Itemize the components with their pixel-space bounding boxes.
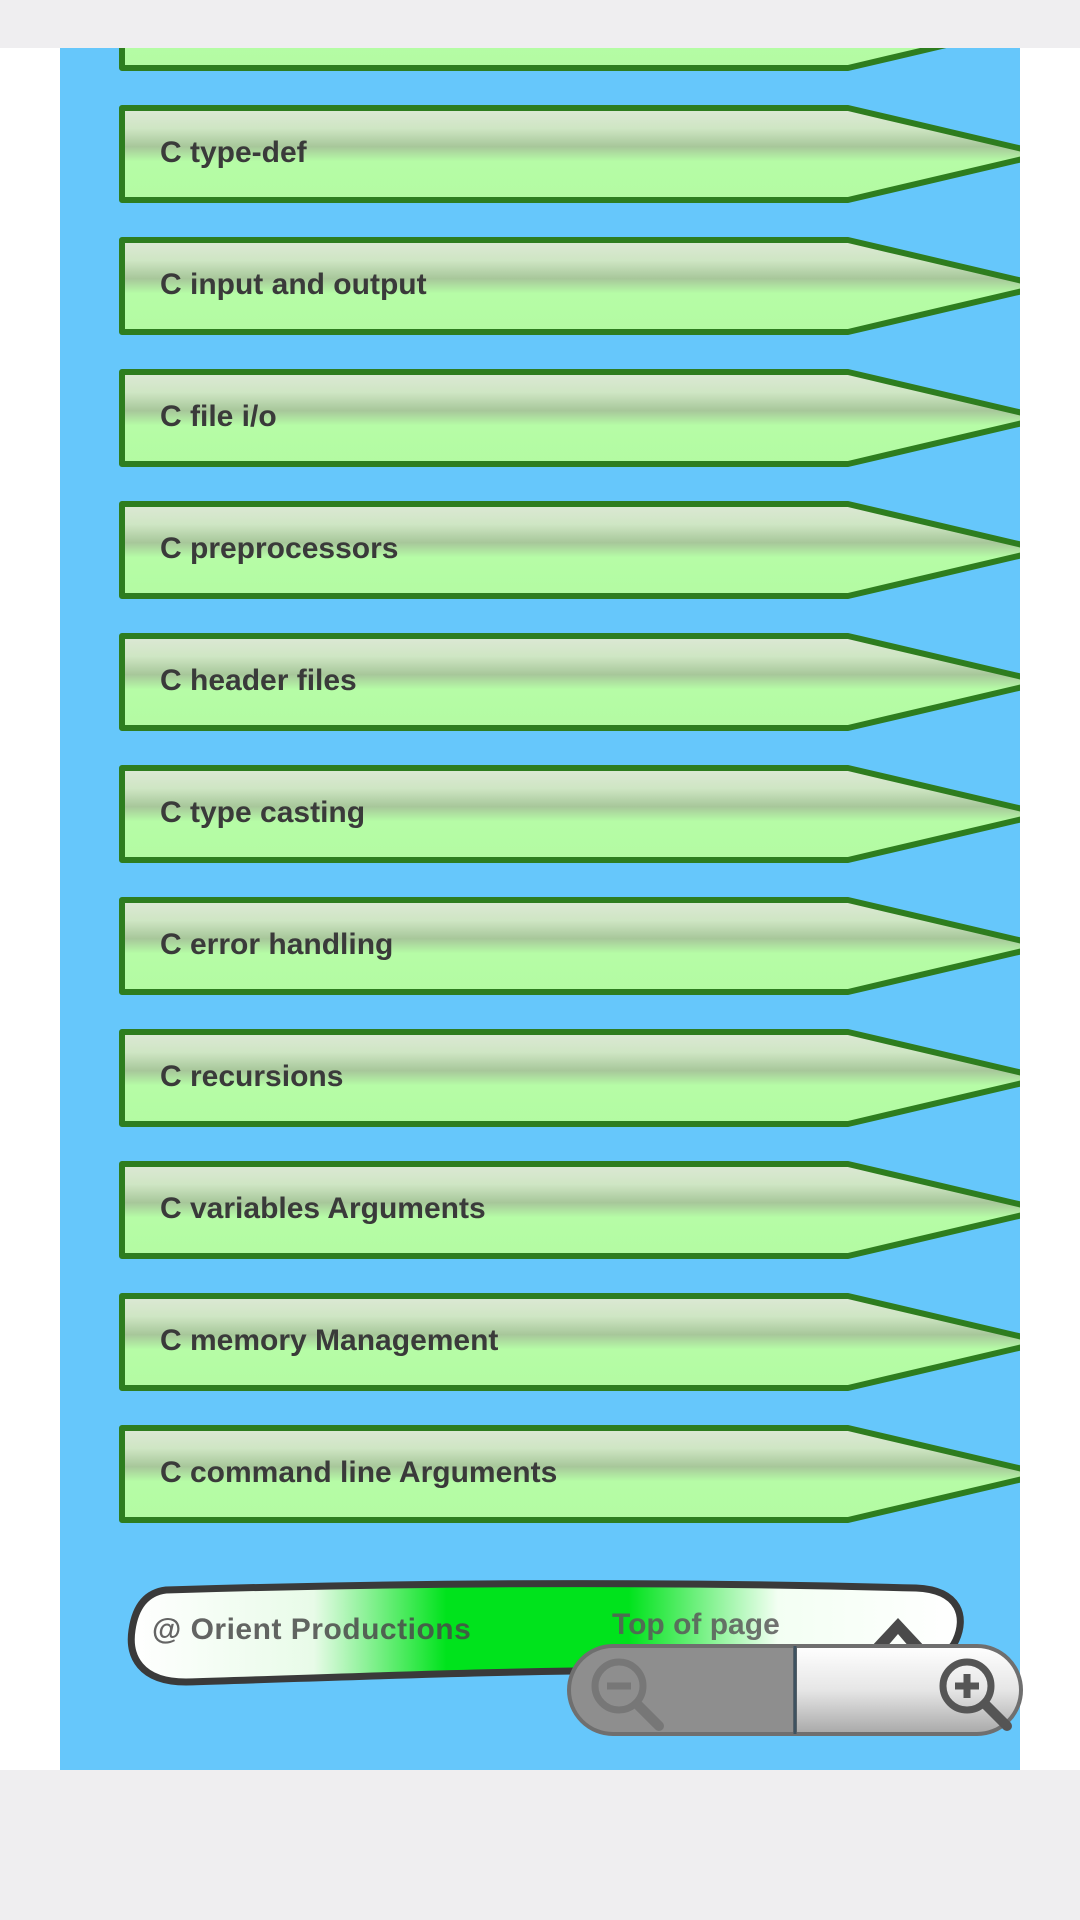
menu-item-label: C type casting [160,796,366,829]
menu-item-label: C variables Arguments [160,1192,486,1225]
menu-item[interactable]: C recursions [116,1022,1020,1132]
menu-item-shape [119,1425,1020,1523]
menu-item[interactable]: C input and output [116,230,1020,340]
menu-item[interactable]: C memory Management [116,1286,1020,1396]
menu-item-label: C input and output [160,268,427,301]
menu-item[interactable]: C file i/o [116,362,1020,472]
menu-item-shape [119,1161,1020,1259]
zoom-in-icon [939,1658,1012,1731]
menu-item-shape [119,897,1020,995]
menu-item-shape [119,1029,1020,1127]
content-area: C type-def C input and output C file i/o C … [60,48,1020,1770]
menu-item-label: C memory Management [160,1324,499,1357]
menu-item-shape [119,633,1020,731]
menu-item-shape [119,48,947,71]
footer-credit: @ Orient Productions [152,1613,472,1646]
menu-item-label: C command line Arguments [160,1456,558,1489]
menu-item[interactable]: C preprocessors [116,494,1020,604]
menu-item-label: C header files [160,664,357,697]
zoom-controls [565,1642,1025,1738]
status-bar [0,0,1080,48]
menu-item[interactable]: C header files [116,626,1020,736]
menu-item[interactable]: C type casting [116,758,1020,868]
menu-item-label: C error handling [160,928,394,961]
top-of-page-link[interactable]: Top of page [612,1608,780,1641]
zoom-out-icon [591,1658,664,1731]
menu-item-shape [119,369,1020,467]
menu-item[interactable]: C type-def [116,98,1020,208]
zoom-in-button[interactable] [795,1642,1025,1738]
menu-item-shape [119,501,1020,599]
menu-item-shape [119,105,1020,203]
zoom-out-button[interactable] [565,1642,795,1738]
menu-item-label: C preprocessors [160,532,399,565]
menu-item-shape [119,237,1020,335]
menu-item-label: C type-def [160,136,307,169]
menu-item-label: C recursions [160,1060,344,1093]
menu-item[interactable]: C error handling [116,890,1020,1000]
menu-list: C type-def C input and output C file i/o C … [60,48,1020,1770]
menu-item-label: C file i/o [160,400,277,433]
menu-item-shape [119,765,1020,863]
menu-item[interactable]: C variables Arguments [116,1154,1020,1264]
menu-item-shape [119,1293,1020,1391]
chevron-up-icon[interactable] [866,1612,930,1652]
menu-item[interactable]: C command line Arguments [116,1418,1020,1528]
menu-item[interactable] [116,48,1020,76]
